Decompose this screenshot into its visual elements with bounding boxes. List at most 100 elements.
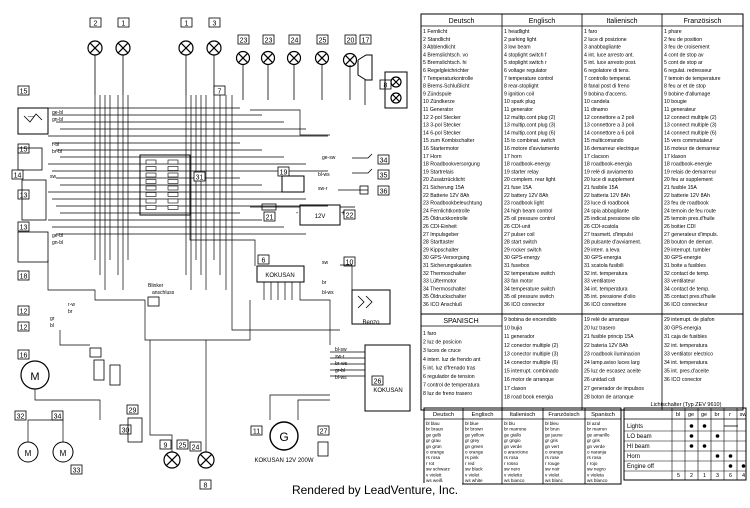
spanish-cell: 9 bobina de encendido (504, 317, 557, 323)
component-number: 3 (213, 20, 217, 27)
wire-label-br: br (68, 309, 73, 315)
legend-cell: 11 dinamo (584, 107, 608, 113)
legend-cell: 16 demarreur electrique (584, 146, 639, 152)
footer-credit: Rendered by LeadVenture, Inc. (0, 483, 750, 497)
color-header-0: Deutsch (433, 412, 454, 418)
legend-cell: 17 horn (504, 154, 522, 160)
wire-label-bl-ws: bl-ws (318, 172, 330, 178)
component-number: 9 (164, 442, 168, 449)
color-cell: ws weiß (426, 478, 443, 483)
legend-cell: 35 Öldruckschalter (423, 293, 467, 300)
legend-cell: 18 roadbook-energie (664, 162, 712, 168)
lamp-cross (89, 42, 101, 54)
wire-label-sw: sw (322, 260, 329, 266)
ignition-coil-symbol (357, 295, 373, 309)
fuse (167, 159, 179, 165)
legend-cell: 36 ICO connettore (584, 302, 627, 308)
component-number: 8 (384, 82, 388, 89)
generator-wire (297, 399, 330, 420)
battery (299, 204, 341, 226)
component-number: 15 (20, 88, 28, 95)
component-number-tag (213, 85, 226, 96)
legend-cell: 24 spia abbagliante (584, 208, 629, 214)
color-cell: o naranja (587, 450, 607, 455)
spanish-cell: 10 bujia (504, 326, 522, 332)
legend-cell: 31 fusebox (504, 263, 530, 269)
wire-label-r-w: r-w (68, 302, 75, 308)
component-number: 34 (54, 413, 62, 420)
fuel-pump-box (351, 289, 391, 325)
legend-cell: 1 Fernlicht (423, 29, 448, 35)
legend-cell: 13 connect multiple (3) (664, 123, 717, 129)
combination-switch-connector (17, 107, 49, 135)
legend-cell: 1 phare (664, 29, 682, 35)
legend-cell: 25 Öldruckkontrolle (423, 215, 468, 222)
component-number-tag (193, 171, 206, 182)
switch-contact-dot (702, 444, 707, 448)
wire-label-sw-r: sw-r (318, 186, 328, 192)
spanish-cell: 3 luces de cruce (423, 348, 461, 354)
color-cell: gr grau (426, 438, 441, 443)
component-number-tag (343, 209, 356, 220)
component-number: 14 (14, 172, 22, 179)
component-number-tag (257, 254, 270, 265)
legend-cell: 8 Brems-Schlußlicht (423, 84, 470, 90)
lamp-cross (317, 53, 327, 63)
component-number: 26 (374, 378, 382, 385)
wire-label-sw-r: sw-r (335, 354, 345, 360)
spanish-cell: 32 int. temperatura (664, 343, 708, 349)
spanish-cell: 26 unidad cdi (584, 377, 615, 383)
color-cell: v violetto (504, 472, 523, 477)
color-cell: gn verde (587, 444, 605, 449)
horn-icon (357, 54, 373, 81)
legend-cell: 2 luce di posizione (584, 37, 627, 43)
fan-motor-label: M (25, 449, 32, 458)
legend-cell: 4 int. luce arresto ant. (584, 52, 634, 58)
component-number-tag (89, 17, 102, 28)
legend-cell: 12 connettore a 2 poli (584, 115, 634, 121)
harness-wire (144, 300, 251, 341)
spanish-cell: 20 luz trasero (584, 326, 616, 332)
legend-cell: 32 temperature switch (504, 271, 555, 277)
component-number: 11 (253, 428, 260, 435)
legend-cell: 15 zum Kombischalter (423, 138, 475, 144)
component-number: 10 (346, 259, 354, 266)
kokusan-regulator-label: KOKUSAN (265, 273, 294, 279)
wire-label-br: br (322, 280, 327, 286)
component-number: 23 (265, 37, 273, 44)
legend-cell: 5 stoplight switch r (504, 60, 547, 66)
lamp-cross (238, 53, 248, 63)
switch-row-label: HI beam (627, 444, 650, 450)
component-number: 6 (262, 257, 266, 264)
color-cell: sw nero (504, 467, 521, 472)
legend-cell: 27 trasmett. d'impulsi (584, 232, 633, 238)
harness-wire (34, 389, 101, 420)
component-number: 22 (346, 212, 354, 219)
lamp-cross (199, 453, 213, 467)
legend-cell: 3 anabbagliante (584, 45, 621, 51)
legend-cell: 9 bobina d'accens. (584, 91, 627, 97)
wire-label-br-ws: br-ws (335, 361, 348, 367)
fuse (167, 192, 179, 197)
component-number-tag (316, 34, 329, 45)
legend-cell: 16 moteur de demarreur (664, 146, 720, 152)
spanish-cell: 11 generador (504, 334, 535, 340)
legend-cell: 4 cont de stop av (664, 52, 704, 58)
component-number: 34 (380, 157, 388, 164)
spanish-cell: 24 lamp.aviso luces larg (584, 360, 640, 366)
component-number-tag (359, 34, 372, 45)
legend-cell: 21 fusibile 15A (584, 185, 619, 191)
spanish-cell: 27 generador de impulsos (584, 386, 644, 392)
legend-cell: 35 contact pres.d'huile (664, 294, 716, 300)
spanish-cell: 5 int. luz d'frenado tras (423, 365, 476, 371)
generator-symbol: G (279, 430, 288, 444)
switch-pin-number: 1 (703, 473, 706, 479)
benzo-label: Benzo (362, 320, 380, 326)
spanish-cell: 23 roadbook iluminacion (584, 351, 640, 357)
legend-cell: 24 Fernlichtkontrolle (423, 208, 470, 214)
color-cell: ws blanco (587, 478, 608, 483)
legend-cell: 2 feu de position (664, 37, 702, 43)
legend-cell: 10 bougie (664, 99, 687, 105)
component-number-tag (208, 17, 221, 28)
